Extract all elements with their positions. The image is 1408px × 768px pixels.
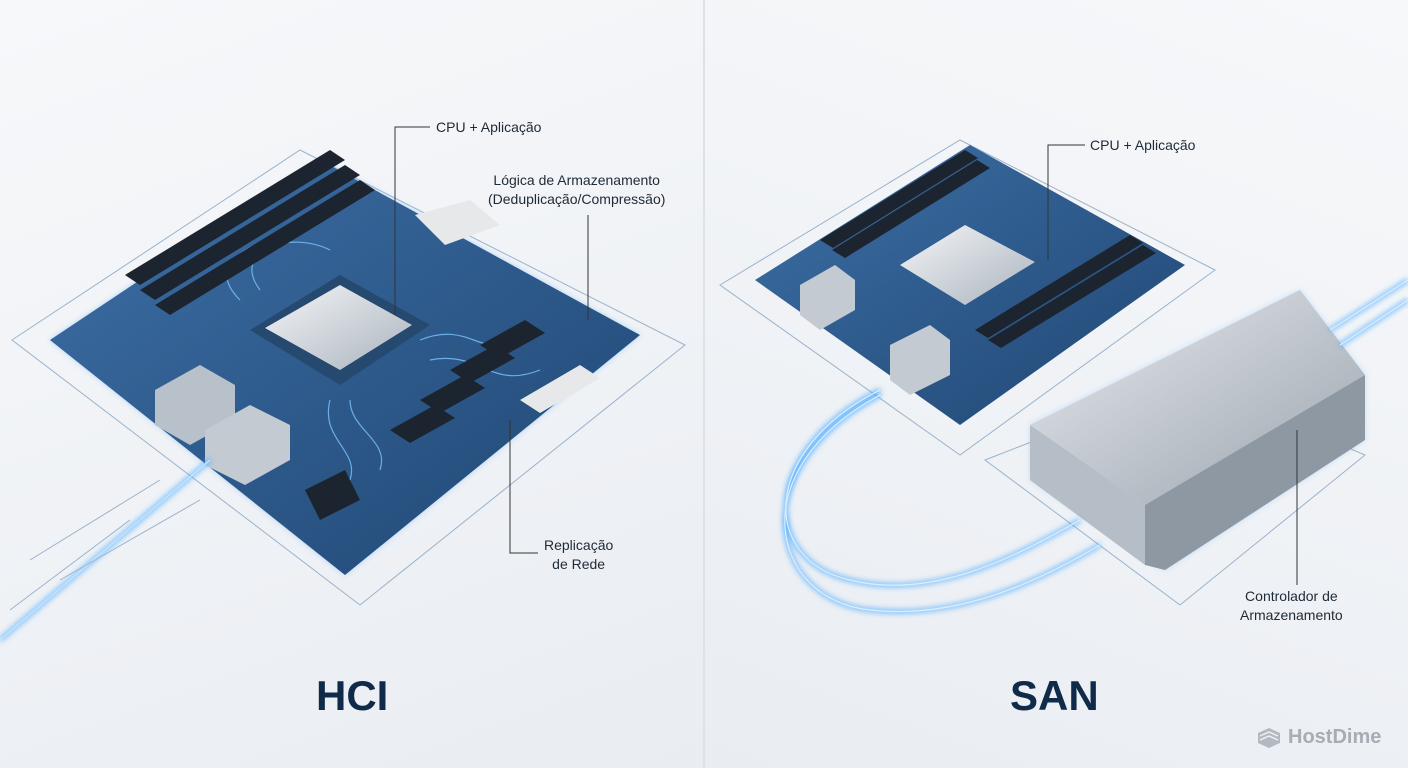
san-title: SAN — [1010, 672, 1099, 719]
label-line: Controlador de — [1245, 588, 1338, 604]
panel-divider — [703, 0, 705, 768]
hci-replication-label: Replicação de Rede — [544, 536, 613, 574]
hci-cpu-chip — [265, 285, 412, 370]
label-line: (Deduplicação/Compressão) — [488, 191, 666, 207]
hostdime-logo: HostDime — [1256, 726, 1381, 749]
san-motherboard — [719, 139, 1408, 614]
hci-leader-lines — [394, 126, 589, 554]
logo-icon — [1258, 727, 1280, 748]
san-controller-label: Controlador de Armazenamento — [1240, 587, 1343, 625]
san-cpu-label: CPU + Aplicação — [1090, 137, 1196, 153]
label-line: Armazenamento — [1240, 607, 1343, 623]
label-line: Replicação — [544, 537, 614, 553]
hci-motherboard — [0, 149, 686, 642]
san-cpu-chip — [900, 225, 1035, 305]
san-leader-lines — [1047, 144, 1298, 585]
hci-cpu-label: CPU + Aplicação — [436, 119, 542, 135]
hci-storage-logic-label: Lógica de Armazenamento (Deduplicação/Co… — [488, 171, 665, 209]
logo-text: HostDime — [1288, 726, 1382, 748]
storage-controller — [1030, 290, 1365, 505]
hci-title: HCI — [316, 672, 389, 719]
label-line: Lógica de Armazenamento — [493, 172, 660, 188]
label-line: de Rede — [552, 556, 606, 572]
